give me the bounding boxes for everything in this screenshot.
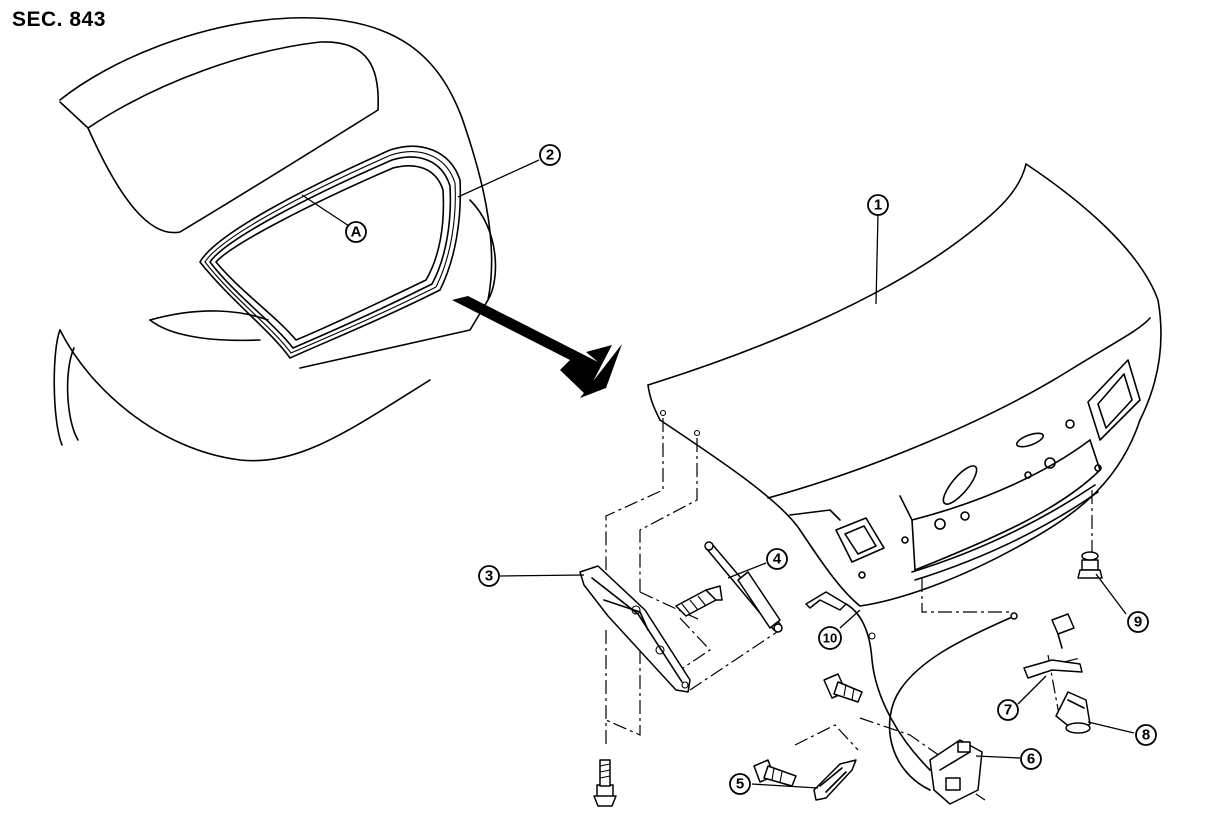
svg-text:2: 2 <box>546 147 554 164</box>
callout-3: 3 <box>478 565 500 587</box>
svg-text:9: 9 <box>1134 614 1142 631</box>
callout-7: 7 <box>997 699 1019 721</box>
callout-leaders <box>301 159 1135 789</box>
callout-1: 1 <box>867 194 889 216</box>
trunk-lid-lock <box>929 739 983 805</box>
hinge-bolt <box>675 585 723 617</box>
trunk-lid-hinge <box>579 565 691 693</box>
vehicle-rear-illustration <box>53 17 497 462</box>
svg-text:4: 4 <box>773 551 782 568</box>
hinge-mount-bolt <box>593 759 617 807</box>
svg-text:A: A <box>351 224 362 241</box>
callout-8: 8 <box>1135 724 1157 746</box>
callout-A: A <box>345 221 367 243</box>
svg-text:3: 3 <box>485 568 493 585</box>
callout-5: 5 <box>729 773 751 795</box>
trunk-lid-opener-actuator <box>1055 691 1091 734</box>
direction-arrow <box>452 296 622 398</box>
latch-bolt-a <box>753 759 797 787</box>
callout-2: 2 <box>539 144 561 166</box>
trunk-lid-striker <box>813 759 857 801</box>
latch-bolt-b <box>823 673 863 703</box>
trunk-lid <box>647 163 1162 607</box>
callout-4: 4 <box>766 548 788 570</box>
lock-bracket <box>1023 613 1083 679</box>
svg-text:1: 1 <box>874 197 882 214</box>
trunk-lid-stay <box>704 541 783 633</box>
bumper-rubber <box>1077 551 1103 579</box>
callout-10: 10 <box>818 626 842 650</box>
svg-text:7: 7 <box>1004 702 1012 719</box>
section-label: SEC. 843 <box>12 8 106 31</box>
svg-text:10: 10 <box>823 631 837 646</box>
trunk-lid-release-cable <box>805 591 1018 791</box>
callout-6: 6 <box>1020 748 1042 770</box>
svg-text:6: 6 <box>1027 751 1035 768</box>
svg-text:5: 5 <box>736 776 744 793</box>
svg-text:8: 8 <box>1142 727 1150 744</box>
callout-9: 9 <box>1127 611 1149 633</box>
